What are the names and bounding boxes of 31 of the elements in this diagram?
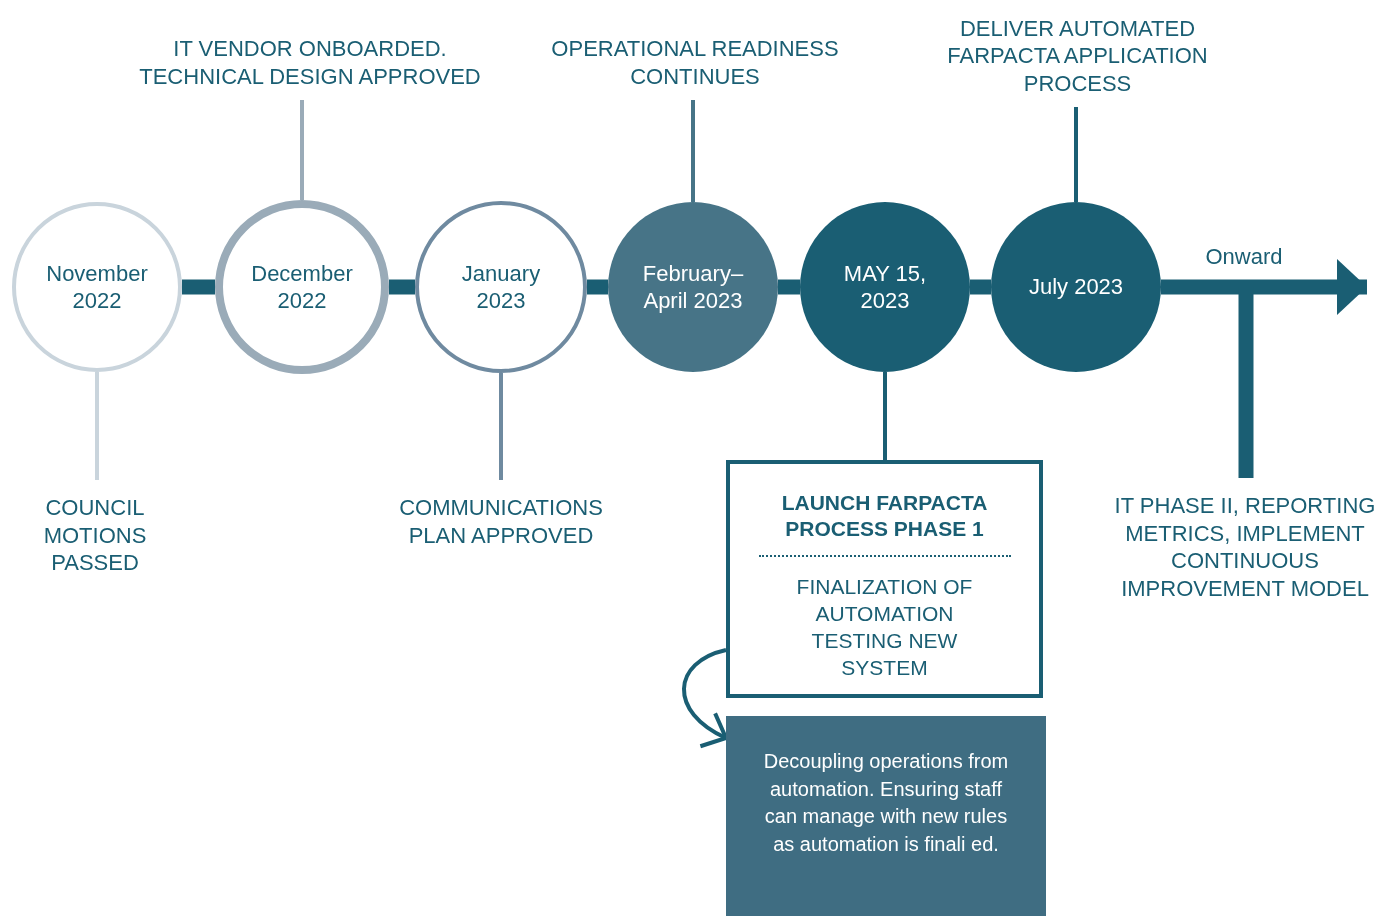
milestone-text: COUNCIL MOTIONS PASSED xyxy=(10,480,180,590)
curved-arrow xyxy=(682,648,728,747)
leader-line xyxy=(499,373,503,480)
edge-label: Onward xyxy=(1205,244,1283,270)
date-text: July 2023 xyxy=(1027,273,1125,301)
timeline-arrow xyxy=(1161,259,1367,315)
timeline-bar xyxy=(970,279,991,295)
milestone-text: DELIVER AUTOMATED FARPACTA APPLICATION PROCESS xyxy=(930,0,1225,107)
box-body-text: FINALIZATION OF AUTOMATION TESTING NEW SYSTEM xyxy=(795,573,974,682)
leader-line xyxy=(95,372,99,480)
timeline-bar xyxy=(778,279,800,295)
timeline-bar xyxy=(587,279,608,295)
date-text: November 2022 xyxy=(45,259,149,315)
milestone-text: OPERATIONAL READINESS CONTINUES xyxy=(540,10,850,100)
milestone-text: COMMUNICATIONS PLAN APPROVED xyxy=(370,480,632,560)
milestone-text: IT PHASE II, REPORTING METRICS, IMPLEMENT CONTINUOUS IMPROVEMENT MODEL xyxy=(1105,478,1385,613)
timeline-bar xyxy=(389,279,415,295)
date-text: February– April 2023 xyxy=(641,259,745,315)
leader-line xyxy=(300,100,304,200)
leader-line xyxy=(883,372,887,460)
timeline-bar xyxy=(182,279,215,295)
note-text: Decoupling operations from automation. Ensuring staff can manage with new rules as automation is finali ed. xyxy=(762,749,1010,857)
date-text: January 2023 xyxy=(460,259,542,315)
leader-line xyxy=(691,100,695,202)
note-box xyxy=(726,716,1046,916)
milestone-text: IT VENDOR ONBOARDED. TECHNICAL DESIGN APPROVED xyxy=(120,20,500,100)
leader-line xyxy=(1074,107,1078,202)
date-text: December 2022 xyxy=(250,259,354,315)
milestone-box xyxy=(726,460,1043,698)
date-text: MAY 15, 2023 xyxy=(842,259,928,315)
box-heading: LAUNCH FARPACTA PROCESS PHASE 1 xyxy=(780,490,989,543)
